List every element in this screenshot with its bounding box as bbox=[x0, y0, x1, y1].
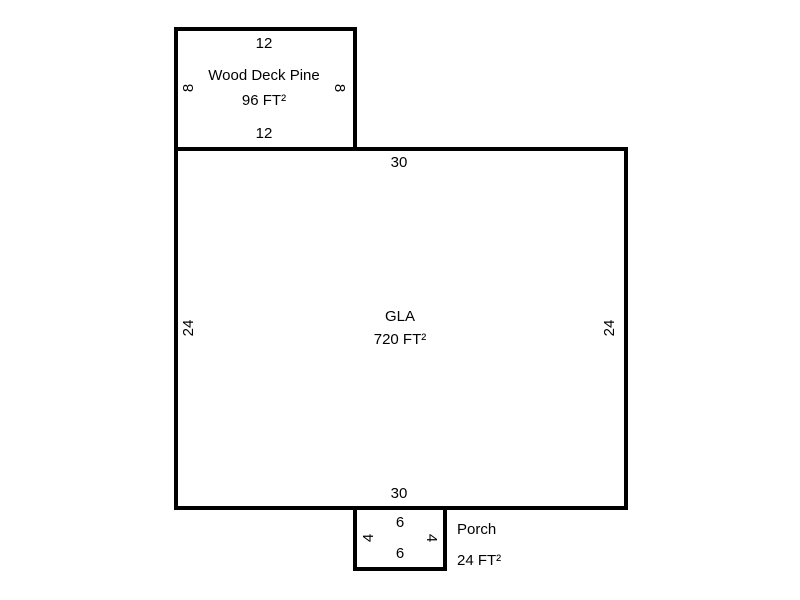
porch-label: Porch bbox=[457, 521, 496, 538]
deck-bottom-dimension: 12 bbox=[256, 125, 273, 142]
gla-outline bbox=[174, 147, 628, 510]
porch-right-dimension: 4 bbox=[423, 534, 440, 542]
gla-area-value: 720 FT² bbox=[374, 331, 427, 348]
porch-area: 6 6 4 4 Porch 24 FT² bbox=[353, 506, 501, 571]
porch-top-dimension: 6 bbox=[396, 514, 404, 531]
deck-label: Wood Deck Pine bbox=[208, 67, 319, 84]
gla-area: 30 30 24 24 GLA 720 FT² bbox=[174, 147, 628, 510]
deck-top-dimension: 12 bbox=[256, 35, 273, 52]
gla-bottom-dimension: 30 bbox=[391, 485, 408, 502]
porch-left-dimension: 4 bbox=[360, 534, 377, 542]
porch-bottom-dimension: 6 bbox=[396, 545, 404, 562]
gla-label: GLA bbox=[385, 308, 415, 325]
gla-top-dimension: 30 bbox=[391, 154, 408, 171]
gla-right-dimension: 24 bbox=[601, 320, 618, 337]
deck-right-dimension: 8 bbox=[331, 84, 348, 92]
porch-outline bbox=[353, 506, 447, 571]
deck-left-dimension: 8 bbox=[180, 84, 197, 92]
porch-area-value: 24 FT² bbox=[457, 552, 501, 569]
deck-area-value: 96 FT² bbox=[242, 92, 286, 109]
gla-left-dimension: 24 bbox=[180, 320, 197, 337]
deck-area: 12 12 8 8 Wood Deck Pine 96 FT² bbox=[174, 27, 357, 151]
